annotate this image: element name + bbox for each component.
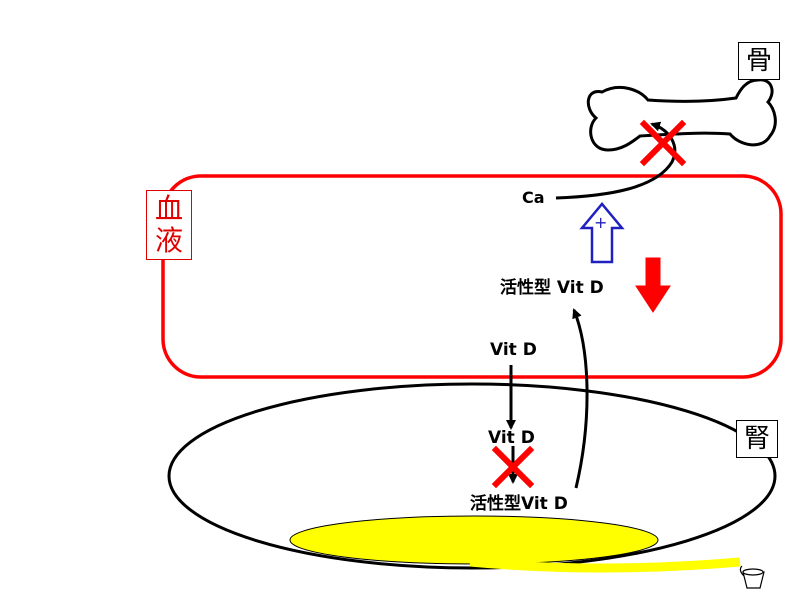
urine-stream bbox=[469, 557, 741, 573]
blood-compartment bbox=[161, 174, 783, 379]
kidney-label: 腎 bbox=[736, 420, 778, 458]
vitd-blood-label: Vit D bbox=[490, 340, 537, 360]
urine-pool bbox=[289, 515, 659, 565]
decrease-arrow bbox=[635, 257, 671, 313]
kidney-shape bbox=[167, 382, 777, 570]
active-vitd-to-blood-arrow bbox=[572, 308, 589, 489]
blood-label: 血 液 bbox=[146, 190, 192, 260]
blood-label-line2: 液 bbox=[154, 224, 183, 257]
promote-absorption-arrow bbox=[579, 202, 625, 264]
bone-blocked-cross bbox=[639, 119, 687, 167]
vitd-kidney-label: Vit D bbox=[488, 428, 535, 448]
bone-shape bbox=[586, 78, 777, 152]
plus-sign: + bbox=[594, 213, 607, 232]
bone-label: 骨 bbox=[738, 42, 780, 80]
calcium-label: Ca bbox=[522, 188, 545, 207]
kidney-blocked-cross bbox=[491, 445, 535, 489]
blood-label-line1: 血 bbox=[154, 192, 183, 225]
bucket-icon bbox=[739, 565, 765, 589]
active-vitd-kidney-label: 活性型Vit D bbox=[470, 494, 568, 514]
active-vitd-blood-label: 活性型 Vit D bbox=[500, 278, 604, 298]
